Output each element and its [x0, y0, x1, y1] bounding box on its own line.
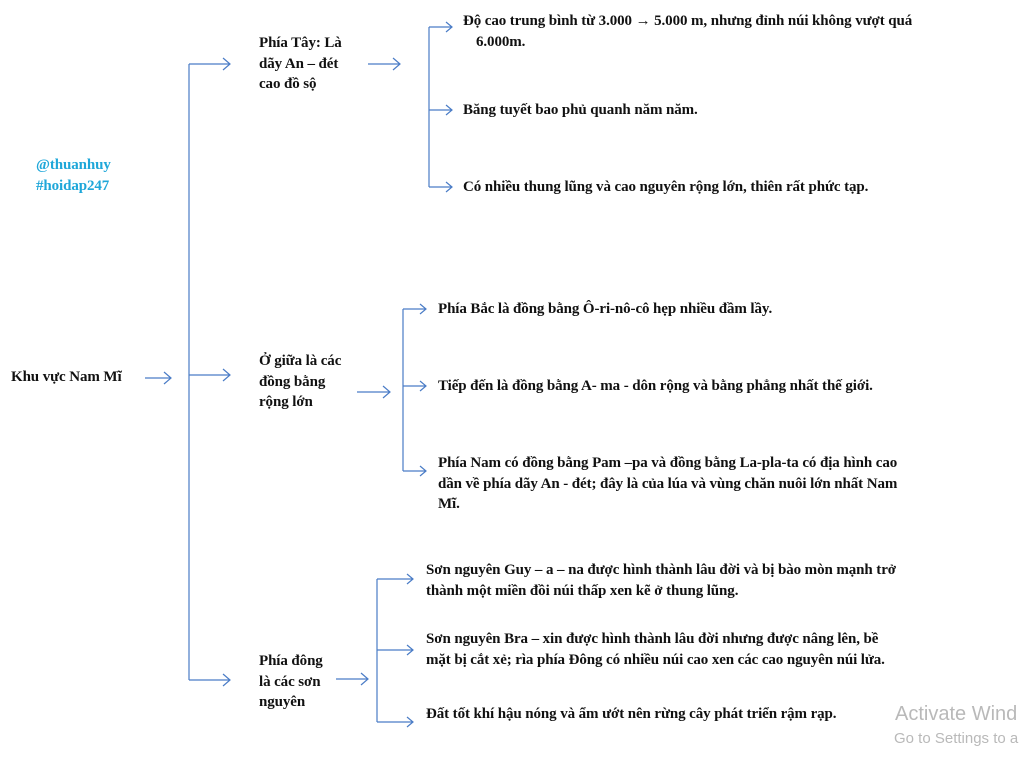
branch-2-item-1: Phía Bắc là đồng bằng Ô-ri-nô-cô hẹp nhi…	[438, 301, 773, 317]
branch-1-item-3: Có nhiều thung lũng và cao nguyên rộng l…	[463, 179, 869, 195]
branch-1-label: Phía Tây: Là dãy An – đét cao đồ sộ	[259, 35, 342, 92]
branch-2-item-2: Tiếp đến là đồng bằng A- ma - dôn rộng v…	[438, 378, 873, 394]
branch-3-item-1: Sơn nguyên Guy – a – na được hình thành …	[426, 562, 896, 599]
watermark: @thuanhuy #hoidap247	[36, 155, 111, 196]
branch-3-item-2: Sơn nguyên Bra – xin được hình thành lâu…	[426, 631, 885, 668]
branch-3-label: Phía đông là các sơn nguyên	[259, 653, 323, 710]
activate-windows-title: Activate Wind	[895, 703, 1018, 725]
branch-2-item-3: Phía Nam có đồng bằng Pam –pa và đồng bằ…	[438, 455, 898, 512]
root-arrow	[145, 371, 172, 385]
branch-1-item-1: Độ cao trung bình từ 3.000 → 5.000 m, nh…	[463, 13, 913, 50]
branch-1-item-2: Băng tuyết bao phủ quanh năm năm.	[463, 102, 698, 118]
branch-2-label: Ở giữa là các đồng bằng rộng lớn	[259, 353, 342, 410]
branch-arrows	[189, 57, 231, 687]
activate-windows-hint[interactable]: Go to Settings to a	[894, 730, 1019, 747]
branch-2-connectors	[357, 303, 427, 477]
watermark-handle: @thuanhuy	[36, 157, 111, 173]
branch-1-connectors	[368, 21, 453, 193]
root-node: Khu vực Nam Mĩ	[11, 369, 122, 385]
branch-3-item-3: Đất tốt khí hậu nóng và ẩm ướt nên rừng …	[426, 706, 837, 722]
watermark-tag: #hoidap247	[36, 177, 110, 194]
branch-3-connectors	[336, 573, 414, 728]
